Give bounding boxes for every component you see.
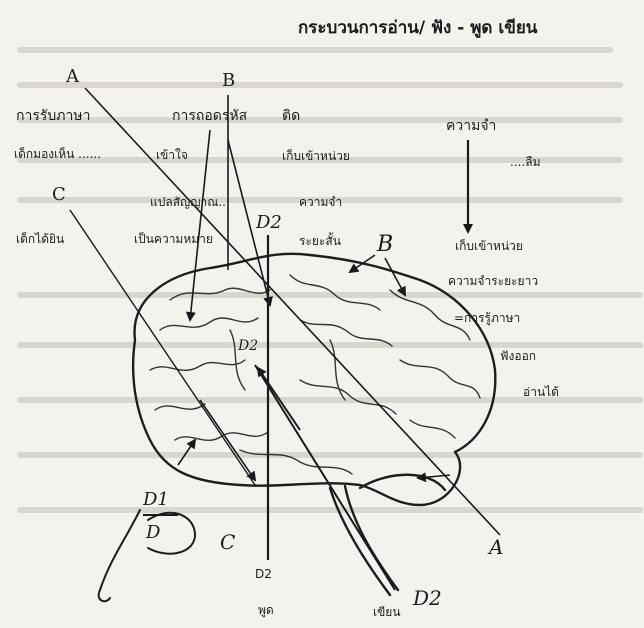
label-b-right: B (377, 234, 393, 256)
is-meaning-label: เป็นความหมาย (134, 233, 213, 245)
translate-signal-label: แปลสัญญาณ.. (150, 196, 226, 208)
label-c-left: C (52, 186, 66, 204)
store-unit-2-label: เก็บเข้าหน่วย (455, 240, 523, 252)
long-memory-label: ความจำระยะยาว (448, 275, 538, 287)
memory-label: ความจำ (446, 119, 496, 133)
store-unit-1-label: เก็บเข้าหน่วย (282, 150, 350, 162)
arrow-b-right-1 (350, 255, 375, 272)
label-d2-bottom-right: D2 (413, 588, 442, 608)
short-memory-2-label: ระยะสั้น (299, 235, 341, 247)
label-d2-bottom: D2 (255, 568, 272, 580)
label-d1: D1 (143, 491, 169, 509)
can-read-label: อ่านได้ (523, 386, 559, 398)
receive-language-label: การรับภาษา (16, 109, 90, 123)
label-d2-top: D2 (256, 214, 282, 232)
diagram-title: กระบวนการอ่าน/ ฟัง - พูด เขียน (298, 20, 537, 37)
write-label: เขียน (373, 606, 401, 618)
arrow-b-right-2 (385, 258, 405, 295)
label-d2-mid: D2 (238, 339, 258, 353)
brain-outline (133, 254, 495, 505)
understand-label: เข้าใจ (156, 149, 188, 161)
understand-listen-label: ฟังออก (500, 350, 536, 362)
label-c-bottom: C (220, 532, 235, 552)
short-memory-1-label: ความจำ (299, 196, 342, 208)
child-hears-label: เด็กได้ยิน (16, 233, 64, 245)
brain-folds (150, 275, 480, 474)
language-learning-label: =การรู้ภาษา (454, 312, 520, 324)
decode-label: การถอดรหัส (172, 109, 247, 123)
label-d-mark: D (146, 524, 160, 542)
brain-illustration (133, 254, 495, 595)
label-a-top: A (66, 68, 79, 86)
label-b-top: B (222, 72, 235, 90)
label-a-bottom: A (489, 537, 503, 557)
brain-stem (330, 488, 390, 595)
child-sees-label: เด็กมองเห็น ...... (14, 148, 101, 160)
stick-label: ติด (282, 109, 300, 123)
forget-label: ....ลืม (510, 156, 541, 168)
speak-label: พูด (258, 604, 274, 616)
